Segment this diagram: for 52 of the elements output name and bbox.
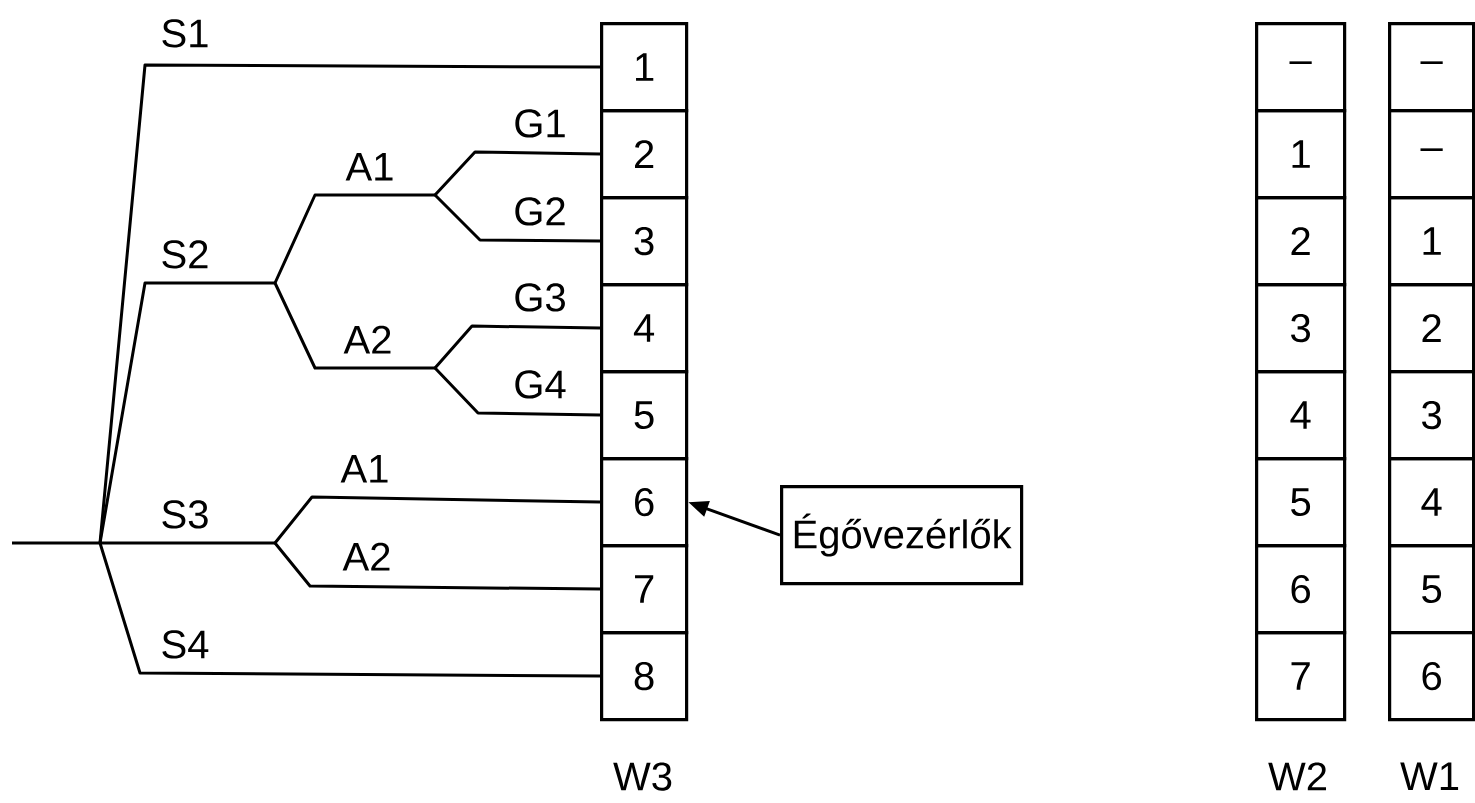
connector-line [12,541,100,545]
register-cell: 1 [600,22,689,113]
edge-label: G2 [515,197,565,226]
register-cell: 4 [1388,457,1475,548]
register-cell: 3 [1388,370,1475,461]
connector-line [433,193,601,243]
connector-line [433,150,601,197]
register-cell: 6 [600,457,689,548]
register-cell: 7 [600,544,689,635]
edge-label: A1 [340,455,388,483]
edge-label: G1 [515,109,565,138]
connector-line [433,324,601,369]
register-cell: 5 [1388,544,1475,635]
register-cell: 3 [600,196,689,287]
edge-label: G3 [515,283,565,312]
edge-label: S4 [162,630,209,659]
label: A2 [343,325,391,354]
edge-label: A2 [342,542,390,571]
register-cell: 2 [1388,283,1475,374]
edge-label: G4 [515,370,566,399]
register-cell: 5 [1255,457,1347,548]
column-label: W3 [613,762,672,791]
controller-box: Égővezérlők [780,485,1024,586]
connector-line [273,542,601,591]
register-cell: 2 [1255,196,1347,287]
register-cell: 3 [1255,283,1347,374]
edge-label: S1 [162,19,208,48]
connector-line [98,281,275,544]
connector-line [98,542,600,678]
register-cell: 4 [600,283,689,374]
connector-line [273,495,601,544]
connector-line [273,193,435,284]
register-cell: 1 [1388,196,1475,287]
register-cell: 8 [600,631,689,722]
register-cell: 6 [1388,631,1475,722]
label: S2 [162,240,208,269]
register-cell: 7 [1255,631,1347,722]
register-cell: 4 [1255,370,1347,461]
register-cell: – [1388,109,1475,200]
column-label: W1 [1400,762,1459,790]
connector-line [273,282,435,370]
register-cell: 5 [600,370,689,461]
register-cell: – [1255,22,1347,113]
connector-line [433,366,601,417]
register-cell: 6 [1255,544,1347,635]
register-cell: 1 [1255,109,1347,200]
connector-line [100,541,275,545]
label: A1 [345,153,393,181]
register-cell: 2 [600,109,689,200]
register-cell: – [1388,22,1475,113]
label: S3 [162,500,208,529]
column-label: W2 [1268,762,1326,791]
